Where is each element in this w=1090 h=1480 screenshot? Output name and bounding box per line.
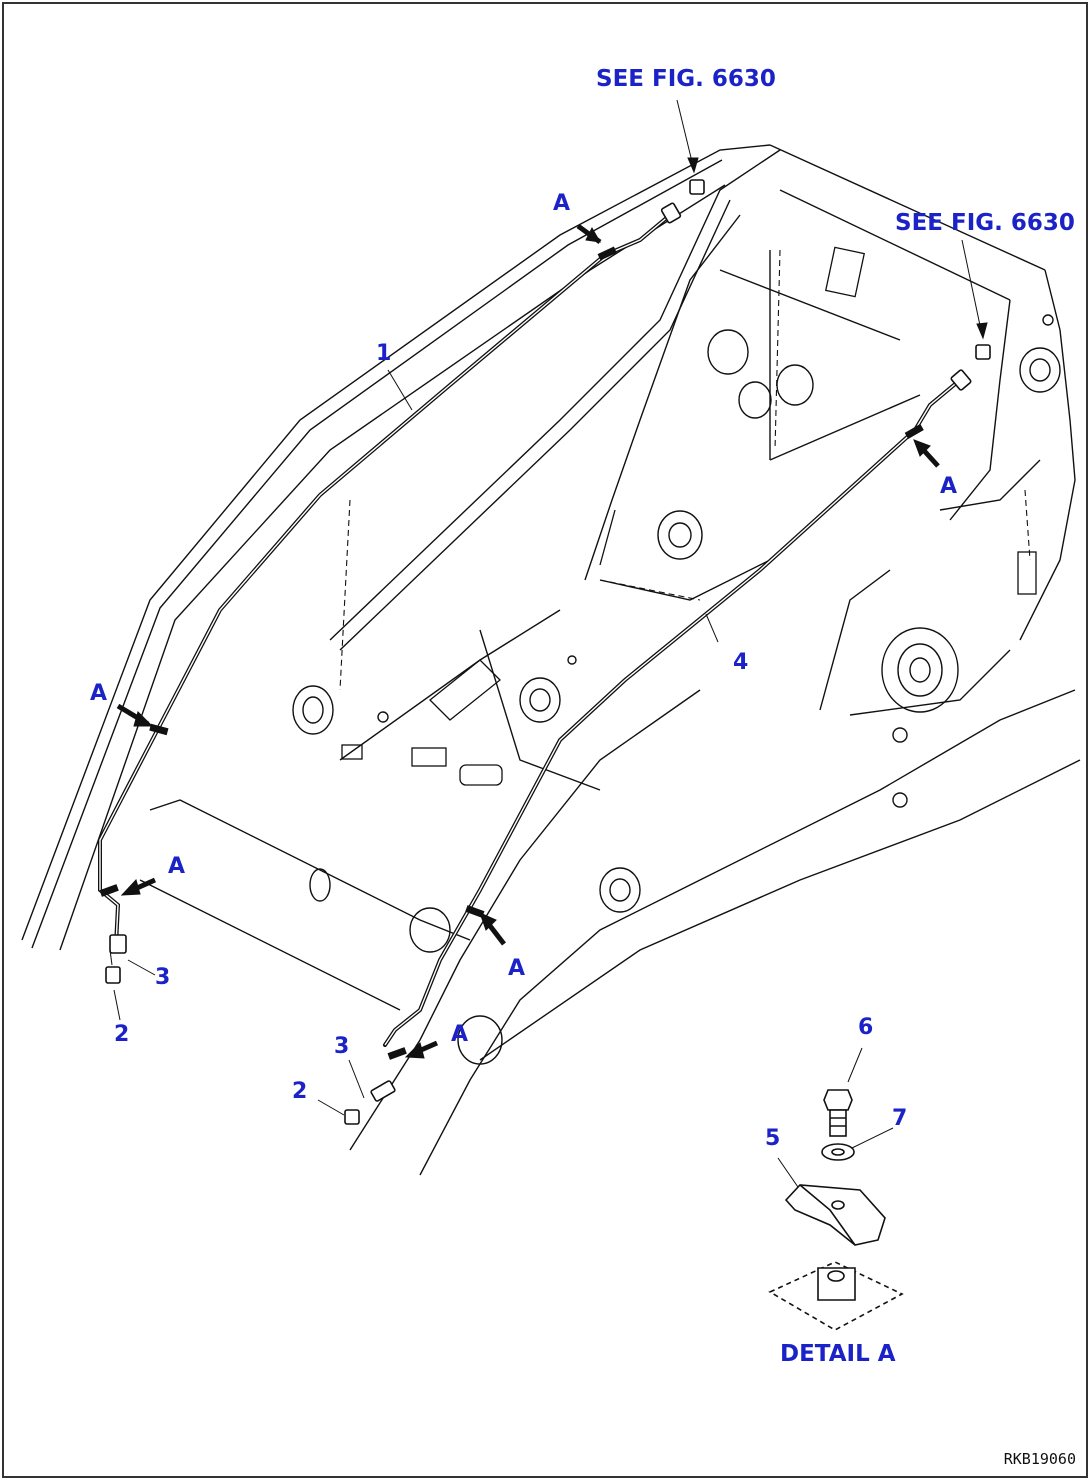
drawing-id: RKB19060: [1003, 1450, 1076, 1468]
reference-label-top: SEE FIG. 6630: [596, 66, 776, 92]
hose-1: [98, 213, 672, 947]
clamp-arrows: [116, 223, 940, 1059]
detail-marker-a-6: A: [451, 1022, 469, 1047]
detail-marker-a-1: A: [553, 191, 571, 216]
brackets: [341, 246, 1037, 786]
hidden-lines: [339, 249, 1031, 691]
part-number-4: 4: [733, 650, 749, 675]
hose-1-inner: [99, 214, 671, 946]
reference-label-right: SEE FIG. 6630: [895, 210, 1075, 236]
bosses: [292, 314, 1061, 1065]
part-number-6: 6: [858, 1015, 874, 1040]
part-number-3-left: 3: [155, 965, 171, 990]
part-number-5: 5: [765, 1126, 781, 1151]
detail-a-title: DETAIL A: [780, 1341, 896, 1367]
detail-a-drawing: [768, 1089, 904, 1331]
detail-marker-a-2: A: [90, 681, 108, 706]
detail-marker-a-3: A: [168, 854, 186, 879]
part-number-1: 1: [376, 341, 392, 366]
part-number-3-right: 3: [334, 1034, 350, 1059]
part-number-7: 7: [892, 1106, 908, 1131]
leader-lines: [109, 99, 988, 1191]
hose-4: [383, 378, 962, 1047]
part-number-2-right: 2: [292, 1079, 308, 1104]
detail-marker-a-4: A: [940, 474, 958, 499]
clamps: [99, 246, 924, 1060]
part-number-2-left: 2: [114, 1022, 130, 1047]
detail-marker-a-5: A: [508, 956, 526, 981]
fittings: [105, 179, 991, 1125]
hose-4-inner: [384, 379, 961, 1046]
boom-structure: [21, 144, 1081, 1176]
